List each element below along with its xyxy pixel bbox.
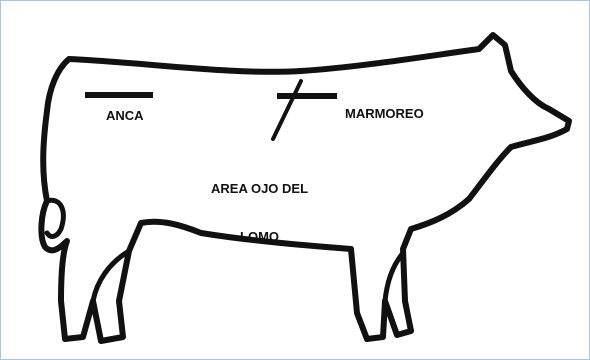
front-inner-leg [382, 250, 406, 304]
label-area-line2: LOMO [240, 229, 280, 244]
label-anca: ANCA [106, 108, 144, 123]
area-ojo-pointer [271, 79, 303, 141]
tail [44, 197, 66, 239]
cow-outline [38, 32, 572, 344]
hind-inner-leg [90, 248, 132, 304]
label-marmoreo: MARMOREO [345, 106, 424, 121]
label-area-ojo-del-lomo: AREA OJO DEL LOMO [211, 149, 308, 277]
label-area-line1: AREA OJO DEL [211, 181, 309, 196]
